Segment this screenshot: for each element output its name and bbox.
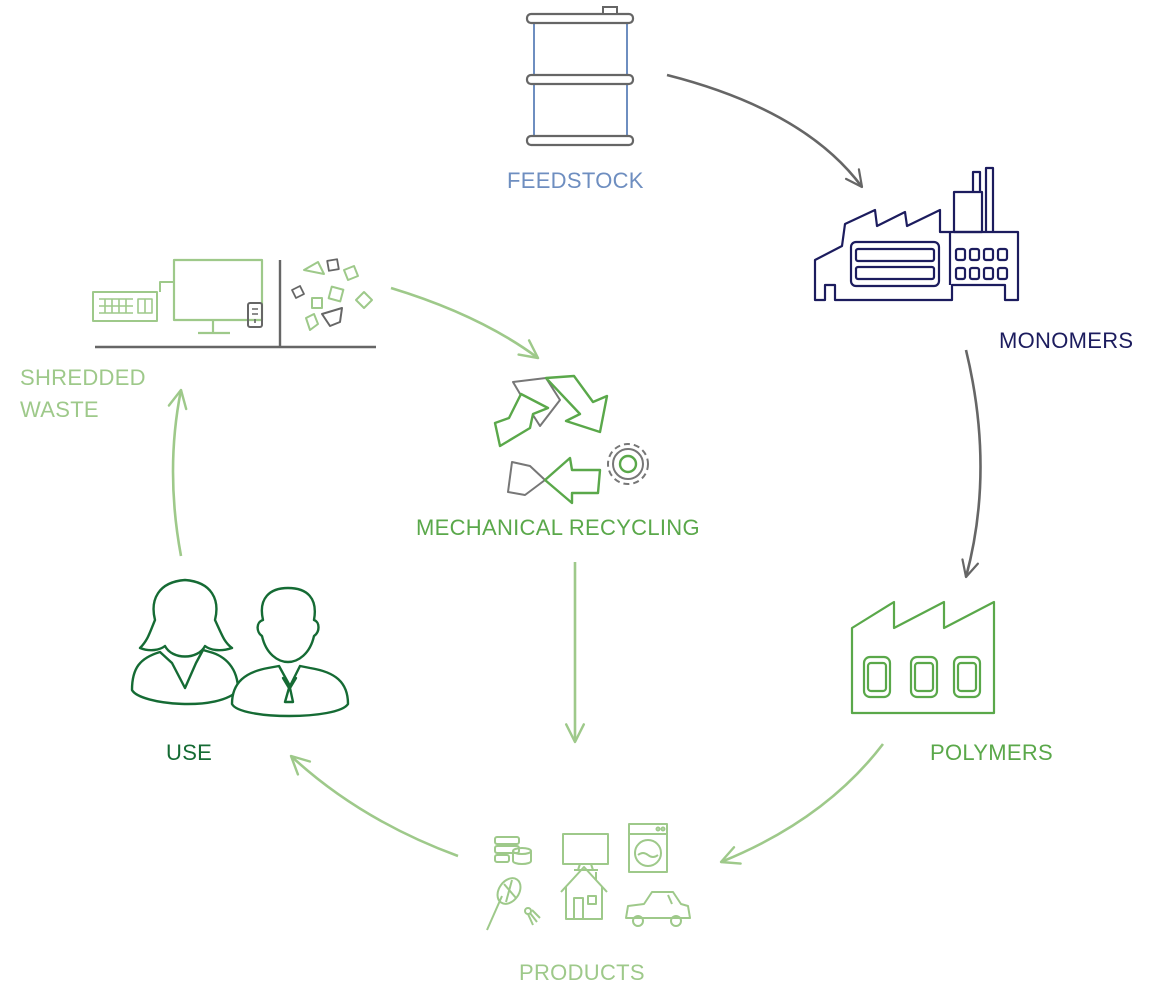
products-icon	[486, 823, 691, 931]
arrow-polymers-to-products	[719, 743, 885, 865]
barrel-icon	[525, 6, 635, 147]
factory-icon	[850, 600, 996, 715]
arrow-feedstock-to-monomers	[666, 73, 864, 189]
shredded-waste-line2: WASTE	[20, 397, 99, 422]
arrow-use-to-shredded	[167, 388, 188, 557]
polymers-label: POLYMERS	[930, 740, 1054, 765]
recycling-gear-icon	[493, 374, 649, 505]
feedstock-label: FEEDSTOCK	[507, 168, 644, 193]
shredded-waste-label: SHREDDED WASTE	[20, 362, 146, 426]
people-icon	[130, 578, 350, 718]
products-label: PRODUCTS	[519, 960, 645, 985]
shredded-waste-line1: SHREDDED	[20, 365, 146, 390]
arrow-monomers-to-polymers	[961, 349, 982, 579]
chemical-plant-icon	[813, 166, 1020, 302]
recycling-label: MECHANICAL RECYCLING	[416, 515, 700, 540]
monomers-label: MONOMERS	[999, 328, 1134, 353]
use-label: USE	[166, 740, 213, 765]
arrow-shredded-to-recycling	[390, 286, 540, 360]
electronics-waste-icon	[92, 258, 376, 349]
arrow-products-to-use	[289, 754, 459, 858]
